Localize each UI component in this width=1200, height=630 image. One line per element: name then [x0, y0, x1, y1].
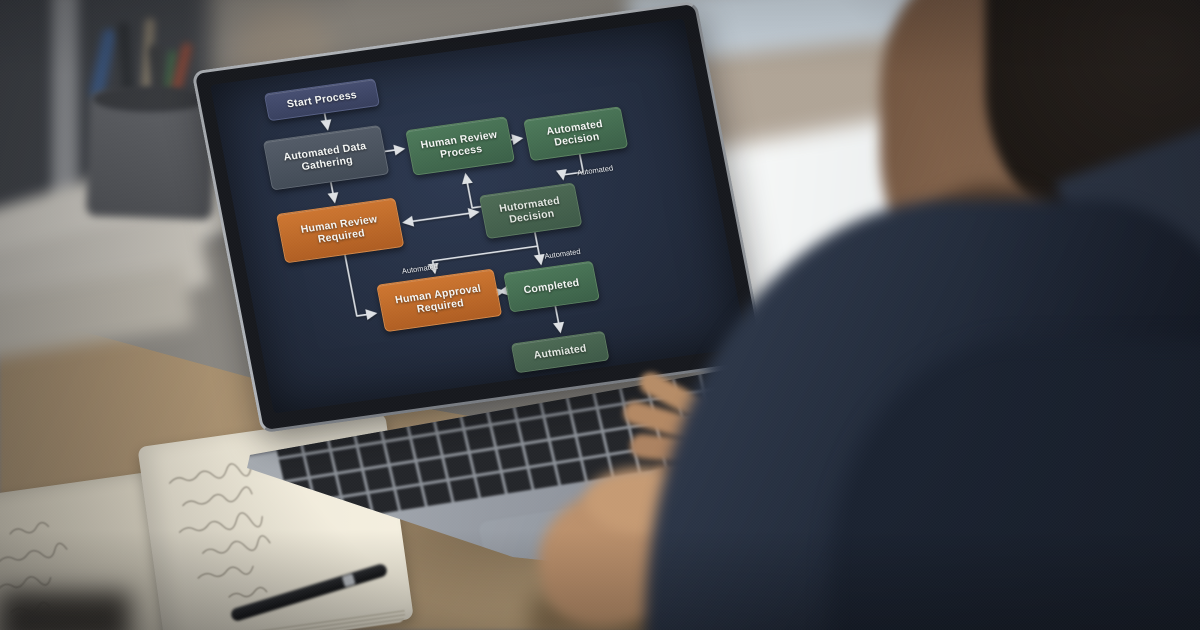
notebook-corner-shadow	[0, 592, 130, 630]
door-frame-strip	[52, 0, 78, 215]
pen-holder-opening	[93, 86, 209, 112]
flow-node-label: Completed	[522, 276, 581, 297]
flow-node-label: Autmiated	[532, 342, 588, 362]
flowchart-connectors	[320, 113, 585, 334]
flow-node-label: Human Review Process	[419, 128, 499, 161]
laptop-screen: Start Process Automated Data Gathering H…	[191, 0, 767, 434]
flow-node-label: Human Review Required	[299, 212, 379, 246]
flow-node-label: Human Approval Required	[394, 282, 482, 316]
flow-node-label: Automated Decision	[545, 117, 604, 149]
flow-node-label: Automated Data Gathering	[282, 139, 368, 174]
flow-node-label: Start Process	[285, 88, 358, 111]
pen-clip-band	[341, 573, 356, 588]
flow-node-label: Hutormated Decision	[498, 194, 561, 226]
